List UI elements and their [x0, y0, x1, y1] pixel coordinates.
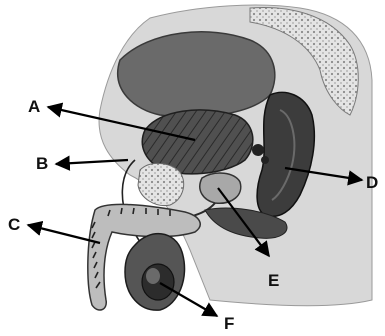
label-a: A — [28, 97, 40, 116]
label-c: C — [8, 215, 20, 234]
seminal-vesicle — [252, 144, 264, 156]
label-b: B — [36, 154, 48, 173]
label-f: F — [224, 314, 234, 333]
intestines — [118, 32, 275, 117]
testis-highlight — [146, 268, 160, 284]
testis — [142, 264, 174, 300]
pubic-bone — [138, 163, 184, 205]
prostate — [200, 173, 241, 203]
seminal-vesicle-2 — [261, 156, 269, 164]
label-d: D — [366, 173, 378, 192]
anatomy-illustration — [88, 5, 372, 310]
label-e: E — [268, 271, 279, 290]
